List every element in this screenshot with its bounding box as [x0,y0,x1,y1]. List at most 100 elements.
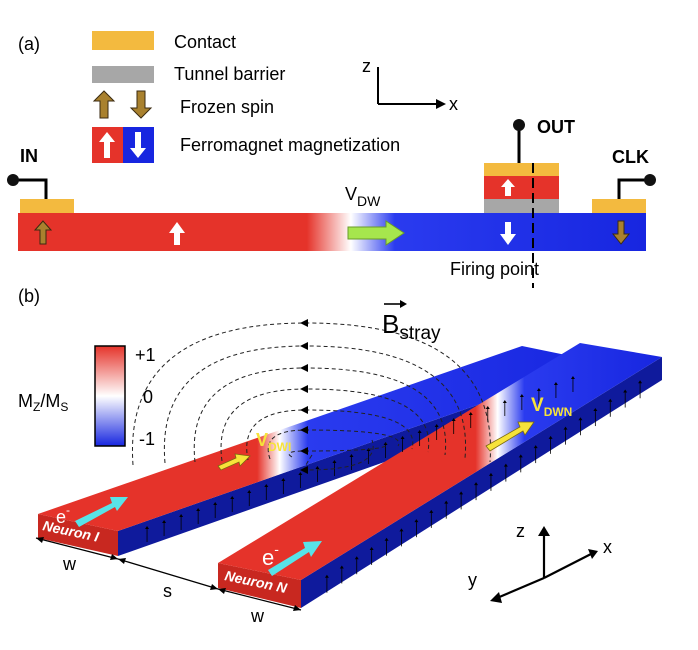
side-arrow-head-icon [414,519,419,523]
side-arrow-head-icon [417,430,422,433]
wire-down-arrow-icon [500,222,516,245]
width-label-n: w [250,606,265,626]
vdwn-arrow-icon [485,421,535,452]
side-arrow-head-icon [503,463,508,467]
frozen-spin-up-icon [92,90,116,119]
out-up-arrow-icon [501,179,515,196]
spacing-label: s [163,581,172,601]
dimensions: w s w [35,537,302,626]
axes-b: z x y [468,521,612,603]
colorbar-label: MZ/MS [18,391,68,414]
panel-a-label: (a) [18,34,40,54]
z-axis-arrow-icon [538,526,550,536]
out-contact [484,163,559,176]
electron-n-label: e- [262,541,279,570]
velocity-dw: VDW [345,184,405,246]
out-barrier [484,199,559,213]
side-arrow-head-icon [578,417,583,421]
side-arrow-head-icon [324,574,329,578]
side-arrow-head-icon [383,442,388,445]
legend-barrier-swatch [92,66,154,83]
side-arrow-head-icon [179,514,184,517]
side-arrow-head-icon [570,376,575,379]
side-arrow-head-icon [593,408,598,412]
vector-arrow-icon [400,300,407,308]
b-stray: Bstray [382,300,441,344]
vdwi-arrow-icon [217,453,251,471]
clk-label: CLK [612,147,649,167]
side-arrow-head-icon [384,537,389,541]
clk-terminal: CLK [592,147,656,245]
side-arrow-head-icon [502,400,507,403]
stray-field-arrow-icon [300,447,308,455]
strip-neuron-n [218,343,662,608]
frozen-spin-down-icon [129,90,153,119]
magnet-down-arrow-icon [130,132,146,158]
x-axis-arrow-icon [436,99,446,109]
stray-field-arrow-icon [300,364,308,372]
electron-i-arrow-icon [75,497,128,527]
side-arrow-head-icon [315,466,320,469]
panel-b-label: (b) [18,286,40,306]
x-axis-arrow-icon-b [588,549,598,559]
side-arrow-head-icon [369,546,374,550]
legend: Contact Tunnel barrier Frozen spin Ferro… [92,31,400,163]
stray-field-arrow-icon [300,342,308,350]
side-arrow-head-icon [459,491,464,495]
side-arrow-head-icon [281,478,286,481]
side-arrow-head-icon [332,460,337,463]
side-magnetization-arrows [145,376,643,593]
side-arrow-head-icon [264,484,269,487]
clk-contact [592,199,646,213]
clk-node [644,174,656,186]
legend-contact-label: Contact [174,32,236,52]
side-arrow-head-icon [536,388,541,391]
side-arrow-head-icon [444,500,449,504]
side-arrow-head-icon [429,509,434,513]
electron-n-arrow-icon [268,541,322,576]
electron-i: e- [56,497,128,527]
panel-b: (b) Bstray +1 0 -1 MZ/MS [18,286,662,626]
stray-field-arrow-icon [300,385,308,393]
side-arrow-head-icon [213,502,218,505]
axis-x-label-b: x [603,537,612,557]
side-arrow-head-icon [145,526,150,529]
stray-field-arrow-icon [300,426,308,434]
side-arrow-head-icon [468,412,473,415]
side-arrow-head-icon [196,508,201,511]
colorbar-tick-top: +1 [135,345,156,365]
stray-field-arrow-icon [300,319,308,327]
side-arrow-head-icon [519,394,524,397]
side-arrow-head-icon [518,454,523,458]
vdwi-label: VDWI [256,430,291,454]
velocity-dwi: VDWI [217,430,291,471]
side-arrow-head-icon [608,398,613,402]
in-frozen-up-icon [33,220,53,245]
side-arrow-head-icon [230,496,235,499]
magnet-up-arrow-icon [99,132,115,158]
side-arrow-head-icon [623,389,628,393]
legend-barrier-label: Tunnel barrier [174,64,285,84]
side-arrow-head-icon [638,380,643,384]
legend-contact-swatch [92,31,154,50]
stray-field-lines [131,319,491,474]
colorbar-tick-mid: 0 [143,387,153,407]
strip-n-top [218,343,662,580]
y-axis-arrow-icon [490,592,502,603]
side-arrow-head-icon [533,445,538,449]
side-arrow-head-icon [349,454,354,457]
side-arrow-head-icon [563,426,568,430]
in-contact [20,199,74,213]
legend-frozen-label: Frozen spin [180,97,274,117]
axis-z-label: z [362,56,371,76]
side-arrow-head-icon [247,490,252,493]
side-arrow-head-icon [434,424,439,427]
velocity-dwn: VDWN [485,395,572,452]
side-arrow-head-icon [162,520,167,523]
side-arrow-head-icon [553,382,558,385]
side-arrow-head-icon [485,406,490,409]
in-label: IN [20,146,38,166]
electron-i-label: e- [56,503,70,527]
out-label: OUT [537,117,575,137]
b-stray-label: Bstray [382,309,441,344]
